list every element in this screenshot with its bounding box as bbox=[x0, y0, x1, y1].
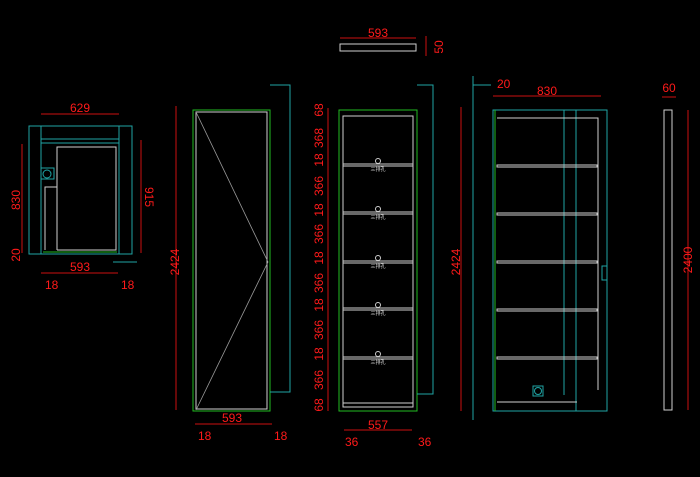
dim-front-vertical: 68 bbox=[312, 103, 326, 117]
dim-plan-left-height: 830 bbox=[9, 190, 23, 210]
dim-front-vertical: 18 bbox=[312, 251, 326, 265]
hole-label: 三排孔 bbox=[370, 359, 385, 366]
hole-icon bbox=[375, 302, 381, 308]
dim-side-width: 593 bbox=[222, 411, 242, 425]
dim-front-vertical: 18 bbox=[312, 298, 326, 312]
dim-top-width: 593 bbox=[368, 26, 388, 40]
dim-top-thickness: 50 bbox=[432, 40, 446, 54]
dim-front-width: 557 bbox=[368, 418, 388, 432]
dim-plan-right-side: 18 bbox=[121, 278, 135, 292]
dim-plan-inner-width: 593 bbox=[70, 260, 90, 274]
dim-open-width: 830 bbox=[537, 84, 557, 98]
dim-side-right: 18 bbox=[274, 429, 288, 443]
dim-side-height: 2424 bbox=[168, 248, 182, 275]
hole-label: 三排孔 bbox=[370, 310, 385, 317]
shelf bbox=[496, 308, 598, 312]
dim-front-vertical: 366 bbox=[312, 273, 326, 293]
dim-front-left: 36 bbox=[345, 435, 359, 449]
hole-label: 三排孔 bbox=[370, 166, 385, 173]
dim-front-vertical: 366 bbox=[312, 370, 326, 390]
shelf bbox=[496, 164, 598, 168]
shelf bbox=[496, 260, 598, 264]
dim-front-right: 36 bbox=[418, 435, 432, 449]
dim-front-vertical: 68 bbox=[312, 398, 326, 412]
dim-front-vertical: 18 bbox=[312, 347, 326, 361]
shelf bbox=[496, 212, 598, 216]
dim-front-vertical: 366 bbox=[312, 320, 326, 340]
hole-icon bbox=[375, 158, 381, 164]
dim-front-vertical: 368 bbox=[312, 128, 326, 148]
hole-icon bbox=[375, 351, 381, 357]
dim-plan-width: 629 bbox=[70, 101, 90, 115]
panel-view: 60 2400 bbox=[662, 81, 695, 411]
hole-label: 三排孔 bbox=[370, 214, 385, 221]
dim-plan-left-offset: 20 bbox=[9, 248, 23, 262]
shelf bbox=[496, 356, 598, 360]
side-view: 2424 593 18 18 bbox=[168, 84, 291, 443]
open-view: 20 830 2424 bbox=[449, 76, 608, 420]
dim-panel-height: 2400 bbox=[681, 246, 695, 273]
dim-plan-left-side: 18 bbox=[45, 278, 59, 292]
dim-open-height: 2424 bbox=[449, 248, 463, 275]
dim-panel-thickness: 60 bbox=[662, 81, 676, 95]
dim-front-vertical: 366 bbox=[312, 224, 326, 244]
plan-view: 629 830 20 915 593 18 18 bbox=[9, 101, 156, 292]
dim-plan-right-height: 915 bbox=[142, 187, 156, 207]
top-board-view: 593 50 bbox=[339, 26, 446, 56]
dim-front-vertical: 18 bbox=[312, 153, 326, 167]
hole-icon bbox=[375, 206, 381, 212]
dim-front-vertical: 366 bbox=[312, 176, 326, 196]
dim-open-offset: 20 bbox=[497, 77, 511, 91]
hole-label: 三排孔 bbox=[370, 263, 385, 270]
dim-side-left: 18 bbox=[198, 429, 212, 443]
dim-front-vertical: 18 bbox=[312, 203, 326, 217]
hole-icon bbox=[375, 255, 381, 261]
